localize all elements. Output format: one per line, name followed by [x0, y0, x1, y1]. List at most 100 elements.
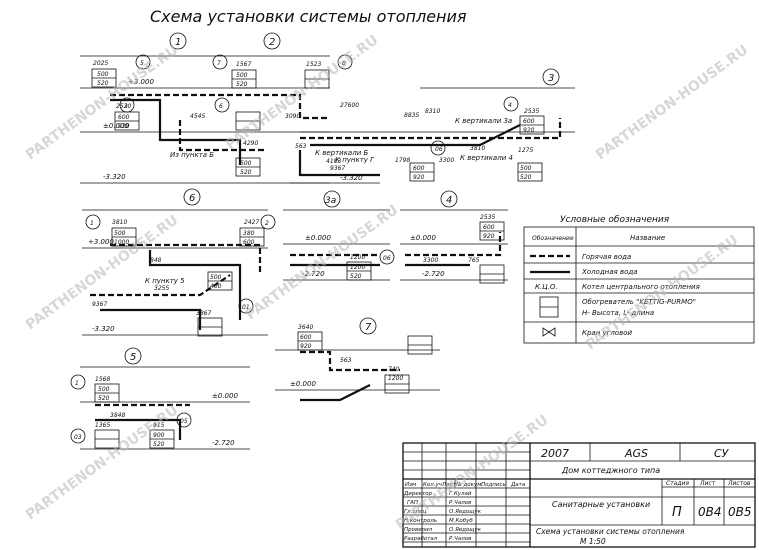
svg-text:600: 600: [483, 224, 495, 231]
svg-text:3300: 3300: [423, 257, 438, 264]
svg-text:ГАП: ГАП: [407, 500, 418, 506]
svg-text:1: 1: [90, 220, 94, 227]
svg-text:Схема установки системы отопле: Схема установки системы отопления: [536, 527, 685, 536]
svg-text:2025: 2025: [93, 60, 108, 67]
svg-text:Листов: Листов: [727, 480, 751, 487]
svg-text:Р.Чалов: Р.Чалов: [449, 500, 471, 506]
svg-text:600: 600: [118, 114, 130, 121]
svg-text:3255: 3255: [154, 285, 169, 292]
legend-title: Условные обозначения: [560, 215, 670, 225]
svg-text:1200: 1200: [388, 375, 403, 382]
svg-text:Название: Название: [630, 234, 665, 242]
svg-text:01: 01: [242, 304, 250, 311]
drawing-title: Схема установки системы отопления: [150, 7, 467, 26]
sheet-number-1: 1: [175, 37, 181, 48]
level-label: -3.320: [103, 173, 126, 181]
svg-text:3810: 3810: [112, 219, 127, 226]
svg-text:3867: 3867: [196, 310, 211, 317]
svg-text:3: 3: [548, 73, 554, 84]
svg-text:Директор: Директор: [403, 491, 433, 497]
svg-text:1200: 1200: [350, 254, 365, 261]
svg-text:920: 920: [523, 127, 535, 134]
section-5: 5 ±0.000 -2.720 1568 500 520 1365 915 90…: [70, 347, 250, 450]
title-block: Изм Кол.уч Лист № докум. Подпись Дата Ди…: [402, 442, 756, 548]
svg-text:3810: 3810: [470, 145, 485, 152]
svg-text:4: 4: [508, 102, 512, 109]
svg-text:500: 500: [240, 160, 252, 167]
svg-text:Проверил: Проверил: [404, 527, 433, 533]
svg-text:380: 380: [243, 230, 255, 237]
svg-text:3090: 3090: [285, 113, 300, 120]
svg-text:Кран угловой: Кран угловой: [582, 329, 632, 337]
svg-text:1523: 1523: [306, 61, 321, 68]
svg-text:М 1:50: М 1:50: [580, 537, 606, 546]
svg-text:Н.контроль: Н.контроль: [404, 518, 437, 524]
svg-text:-2.720: -2.720: [302, 270, 325, 278]
svg-text:1798: 1798: [395, 157, 410, 164]
svg-text:3а: 3а: [325, 196, 336, 206]
svg-text:H- Высота, L- длина: H- Высота, L- длина: [582, 309, 654, 317]
svg-text:7: 7: [217, 60, 221, 67]
svg-text:К пункту 5: К пункту 5: [145, 277, 185, 285]
svg-text:П: П: [672, 505, 682, 520]
svg-text:0В4: 0В4: [698, 505, 722, 519]
svg-text:920: 920: [300, 343, 312, 350]
svg-text:2427: 2427: [244, 219, 259, 226]
svg-text:8835: 8835: [404, 112, 419, 119]
svg-text:Дом коттеджного типа: Дом коттеджного типа: [561, 466, 660, 475]
svg-text:1567: 1567: [236, 61, 251, 68]
svg-text:М.Кобуб: М.Кобуб: [449, 518, 473, 524]
svg-text:500: 500: [520, 165, 532, 172]
svg-text:9367: 9367: [330, 165, 345, 172]
svg-text:520: 520: [98, 395, 110, 402]
svg-text:К вертикали 3а: К вертикали 3а: [455, 117, 512, 125]
svg-text:1365: 1365: [95, 422, 110, 429]
svg-text:920: 920: [413, 174, 425, 181]
svg-text:Санитарные установки: Санитарные установки: [552, 500, 650, 509]
svg-text:4: 4: [446, 195, 452, 206]
svg-text:500: 500: [236, 72, 248, 79]
svg-text:1200: 1200: [350, 264, 365, 271]
svg-text:К пункту Г: К пункту Г: [335, 156, 375, 164]
svg-text:3848: 3848: [110, 412, 125, 419]
svg-text:Лист: Лист: [441, 482, 457, 488]
svg-text:3300: 3300: [439, 157, 454, 164]
svg-text:520: 520: [153, 441, 165, 448]
svg-text:8310: 8310: [425, 108, 440, 115]
svg-text:К вертикали 4: К вертикали 4: [460, 154, 513, 162]
svg-text:AGS: AGS: [624, 447, 648, 460]
svg-text:PARTHENON-HOUSE.RU: PARTHENON-HOUSE.RU: [593, 42, 751, 163]
svg-text:К вертикали Б: К вертикали Б: [315, 149, 368, 157]
svg-text:+3.000: +3.000: [88, 238, 114, 246]
svg-text:520: 520: [520, 174, 532, 181]
svg-text:600: 600: [523, 118, 535, 125]
svg-text:PARTHENON-HOUSE.RU: PARTHENON-HOUSE.RU: [23, 212, 181, 333]
section-1-2: 1 2 +3.000 ±0.000 -3.320 2025 500 520 15…: [80, 32, 353, 184]
level-label: +3.000: [128, 78, 154, 86]
svg-text:920: 920: [483, 233, 495, 240]
section-7: 7 ±0.000 3640 600 920 563 740 1200: [275, 317, 440, 402]
svg-text:PARTHENON-HOUSE.RU: PARTHENON-HOUSE.RU: [223, 32, 381, 153]
svg-text:563: 563: [295, 143, 307, 150]
svg-text:400: 400: [210, 283, 222, 290]
svg-text:Горячая вода: Горячая вода: [582, 253, 631, 261]
svg-text:520: 520: [350, 273, 362, 280]
svg-text:7: 7: [365, 322, 372, 333]
section-4: 4 ±0.000 -2.720 2535 600 920 3300 765: [400, 190, 508, 284]
section-6: 6 +3.000 -3.320 3810 500 1000 2427 380 6…: [82, 188, 276, 337]
svg-text:Обозначение: Обозначение: [532, 235, 574, 242]
svg-text:9367: 9367: [92, 301, 107, 308]
svg-text:Подпись: Подпись: [481, 482, 506, 488]
svg-text:К.Ц.О.: К.Ц.О.: [535, 283, 558, 291]
svg-text:600: 600: [300, 334, 312, 341]
svg-text:920: 920: [118, 123, 130, 130]
svg-text:6: 6: [189, 193, 195, 204]
svg-text:915: 915: [153, 422, 165, 429]
svg-text:-3.320: -3.320: [340, 174, 363, 182]
svg-text:563: 563: [340, 357, 352, 364]
svg-text:Изм: Изм: [405, 482, 416, 488]
svg-text:2: 2: [265, 220, 269, 227]
svg-text:600: 600: [413, 165, 425, 172]
svg-text:2535: 2535: [480, 214, 495, 221]
svg-text:03: 03: [74, 434, 82, 441]
